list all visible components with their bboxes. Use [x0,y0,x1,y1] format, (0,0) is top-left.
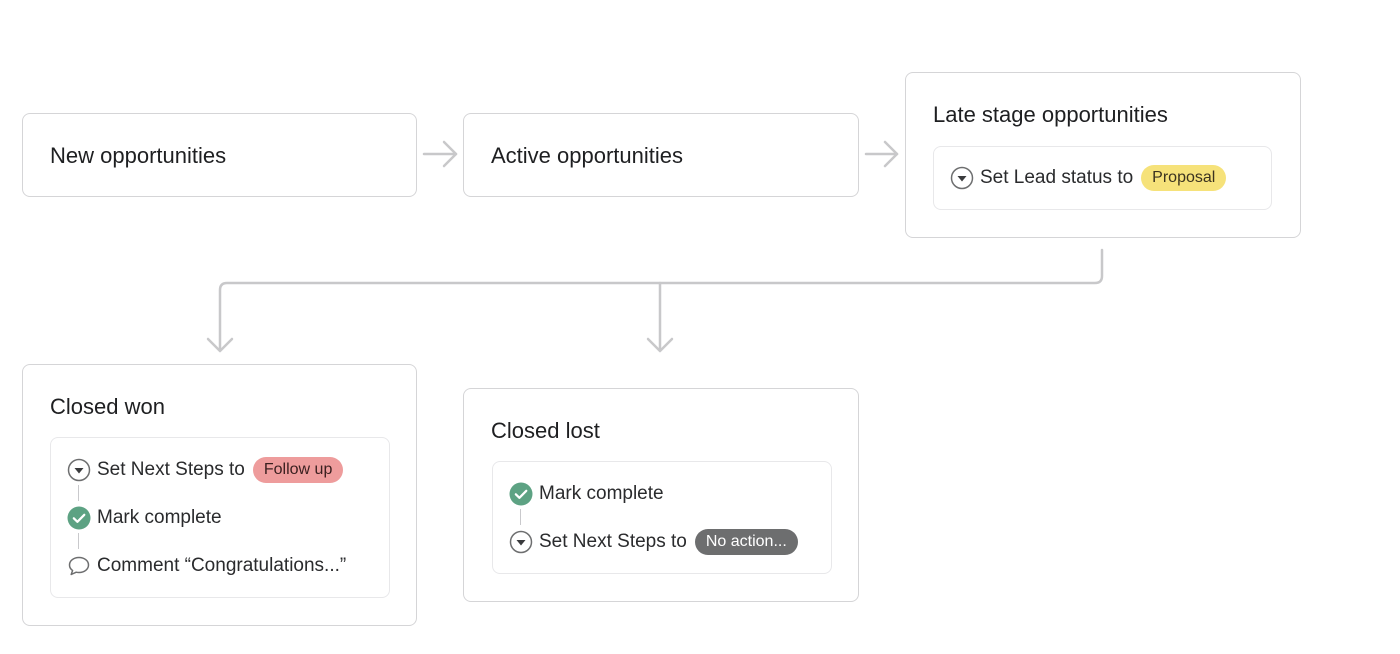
stage-title: Closed lost [491,418,600,443]
status-pill-follow-up: Follow up [252,457,344,483]
rule-text: Mark complete [539,483,664,504]
rule-set-lead-status[interactable]: Set Lead status to Proposal [950,165,1227,191]
rule-connector-line [78,485,79,501]
comment-bubble-icon [67,554,91,578]
status-pill-no-action: No action... [694,529,798,555]
stage-title: New opportunities [50,143,227,168]
rule-box[interactable]: Set Next Steps to Follow up Mark complet… [50,437,390,598]
dropdown-circle-icon [67,458,91,482]
rule-text: Set Next Steps to [97,459,245,480]
rule-set-next-steps[interactable]: Set Next Steps to Follow up [67,457,344,483]
arrow-new-to-active [422,140,458,168]
rule-text: Mark complete [97,507,222,528]
check-circle-icon [509,482,533,506]
stage-card-late-stage-opportunities[interactable]: Late stage opportunities Set Lead status… [905,72,1301,238]
arrowhead-to-lost [646,337,674,353]
rule-connector-line [520,509,521,525]
rule-text: Set Next Steps to [539,531,687,552]
stage-card-closed-lost[interactable]: Closed lost Mark complete Set Next Steps… [463,388,859,602]
rule-text: Comment “Congratulations...” [97,555,347,576]
arrow-active-to-late [864,140,899,168]
rule-set-next-steps[interactable]: Set Next Steps to No action... [509,529,798,555]
stage-card-new-opportunities[interactable]: New opportunities [22,113,417,197]
stage-title: Active opportunities [491,143,683,168]
rule-box[interactable]: Set Lead status to Proposal [933,146,1272,210]
rule-text: Set Lead status to [980,167,1134,188]
dropdown-circle-icon [509,530,533,554]
check-circle-icon [67,506,91,530]
status-pill-proposal: Proposal [1141,165,1227,191]
rule-mark-complete[interactable]: Mark complete [67,505,222,531]
stage-card-closed-won[interactable]: Closed won Set Next Steps to Follow up M… [22,364,417,626]
arrowhead-to-won [206,337,234,353]
rule-comment[interactable]: Comment “Congratulations...” [67,553,346,579]
stage-title: Late stage opportunities [933,102,1168,127]
dropdown-circle-icon [950,166,974,190]
rule-box[interactable]: Mark complete Set Next Steps to No actio… [492,461,832,574]
rule-connector-line [78,533,79,549]
rule-mark-complete[interactable]: Mark complete [509,481,664,507]
stage-card-active-opportunities[interactable]: Active opportunities [463,113,859,197]
stage-title: Closed won [50,394,165,419]
